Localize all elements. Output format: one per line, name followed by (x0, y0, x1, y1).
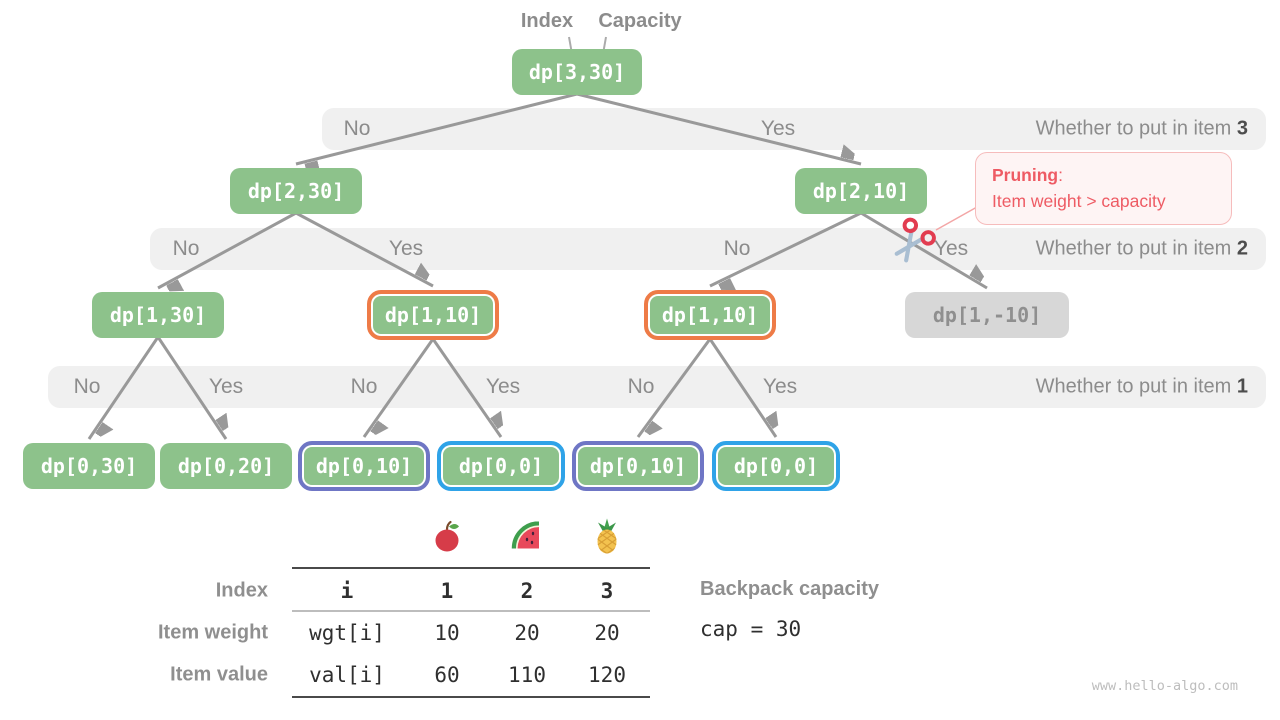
backpack-capacity-value: cap = 30 (700, 617, 802, 641)
band-question: Whether to put in item 1 (1036, 376, 1248, 399)
decision-label: No (723, 237, 751, 260)
pruning-title: Pruning (992, 165, 1059, 185)
index-cell: 2 (520, 579, 534, 603)
weight-cell: wgt[i] (309, 621, 385, 645)
node-n0_0b: dp[0,0] (712, 441, 840, 491)
index-cell: i (340, 579, 354, 603)
node-n2_30: dp[2,30] (230, 168, 362, 214)
value-cell: 110 (508, 663, 546, 687)
decision-label: Yes (388, 237, 424, 260)
pruning-connector (935, 206, 978, 231)
decision-band-item-1: No Yes No Yes No Yes Whether to put in item 1 (48, 366, 1266, 408)
decision-label: Yes (762, 375, 798, 398)
node-n1_10b: dp[1,10] (644, 290, 776, 340)
pruning-callout: Pruning: Item weight > capacity (975, 152, 1232, 225)
node-n0_0a: dp[0,0] (437, 441, 565, 491)
decision-label: No (73, 375, 101, 398)
node-n0_20: dp[0,20] (160, 443, 292, 489)
table-rule (292, 696, 650, 698)
watermark: www.hello-algo.com (1091, 678, 1238, 694)
backpack-capacity-label: Backpack capacity (700, 578, 880, 600)
node-n2_10: dp[2,10] (795, 168, 927, 214)
table-rule (292, 567, 650, 569)
weight-cell: 20 (594, 621, 620, 645)
decision-label: Yes (208, 375, 244, 398)
decision-label: Yes (485, 375, 521, 398)
row-header-index: Index (215, 579, 268, 602)
decision-band-item-3: No Yes Whether to put in item 3 (322, 108, 1266, 150)
decision-label: No (172, 237, 200, 260)
node-n0_30: dp[0,30] (23, 443, 155, 489)
row-header-item-value: Item value (170, 663, 268, 686)
decision-label: No (343, 117, 371, 140)
decision-band-item-2: No Yes No Yes Whether to put in item 2 (150, 228, 1266, 270)
band-question-text: Whether to put in item (1035, 237, 1237, 260)
band-question-item: 1 (1236, 375, 1248, 398)
index-cell: 3 (600, 579, 614, 603)
table-rule (292, 610, 650, 612)
band-question: Whether to put in item 3 (1036, 118, 1248, 141)
value-cell: 60 (434, 663, 460, 687)
decision-label: Yes (933, 237, 969, 260)
node-n1_10a: dp[1,10] (367, 290, 499, 340)
node-n0_10b: dp[0,10] (572, 441, 704, 491)
watermelon-icon (511, 521, 543, 557)
capacity-pointer-label: Capacity (598, 10, 682, 32)
value-cell: 120 (588, 663, 626, 687)
band-question-item: 2 (1236, 237, 1248, 260)
band-question-text: Whether to put in item (1035, 375, 1237, 398)
decision-label: Yes (760, 117, 796, 140)
pineapple-icon (592, 518, 622, 560)
decision-label: No (350, 375, 378, 398)
pruning-detail: Item weight > capacity (992, 191, 1166, 211)
band-question: Whether to put in item 2 (1036, 238, 1248, 261)
band-question-text: Whether to put in item (1035, 117, 1237, 140)
node-n0_10a: dp[0,10] (298, 441, 430, 491)
weight-cell: 10 (434, 621, 460, 645)
row-header-item-weight: Item weight (157, 621, 268, 644)
node-n1_30: dp[1,30] (92, 292, 224, 338)
band-question-item: 3 (1236, 117, 1248, 140)
apple-icon (431, 520, 463, 559)
index-pointer-label: Index (520, 10, 574, 32)
index-cell: 1 (440, 579, 454, 603)
value-cell: val[i] (309, 663, 385, 687)
node-n3_30: dp[3,30] (512, 49, 642, 95)
weight-cell: 20 (514, 621, 540, 645)
decision-label: No (627, 375, 655, 398)
node-n1_m10: dp[1,-10] (905, 292, 1069, 338)
